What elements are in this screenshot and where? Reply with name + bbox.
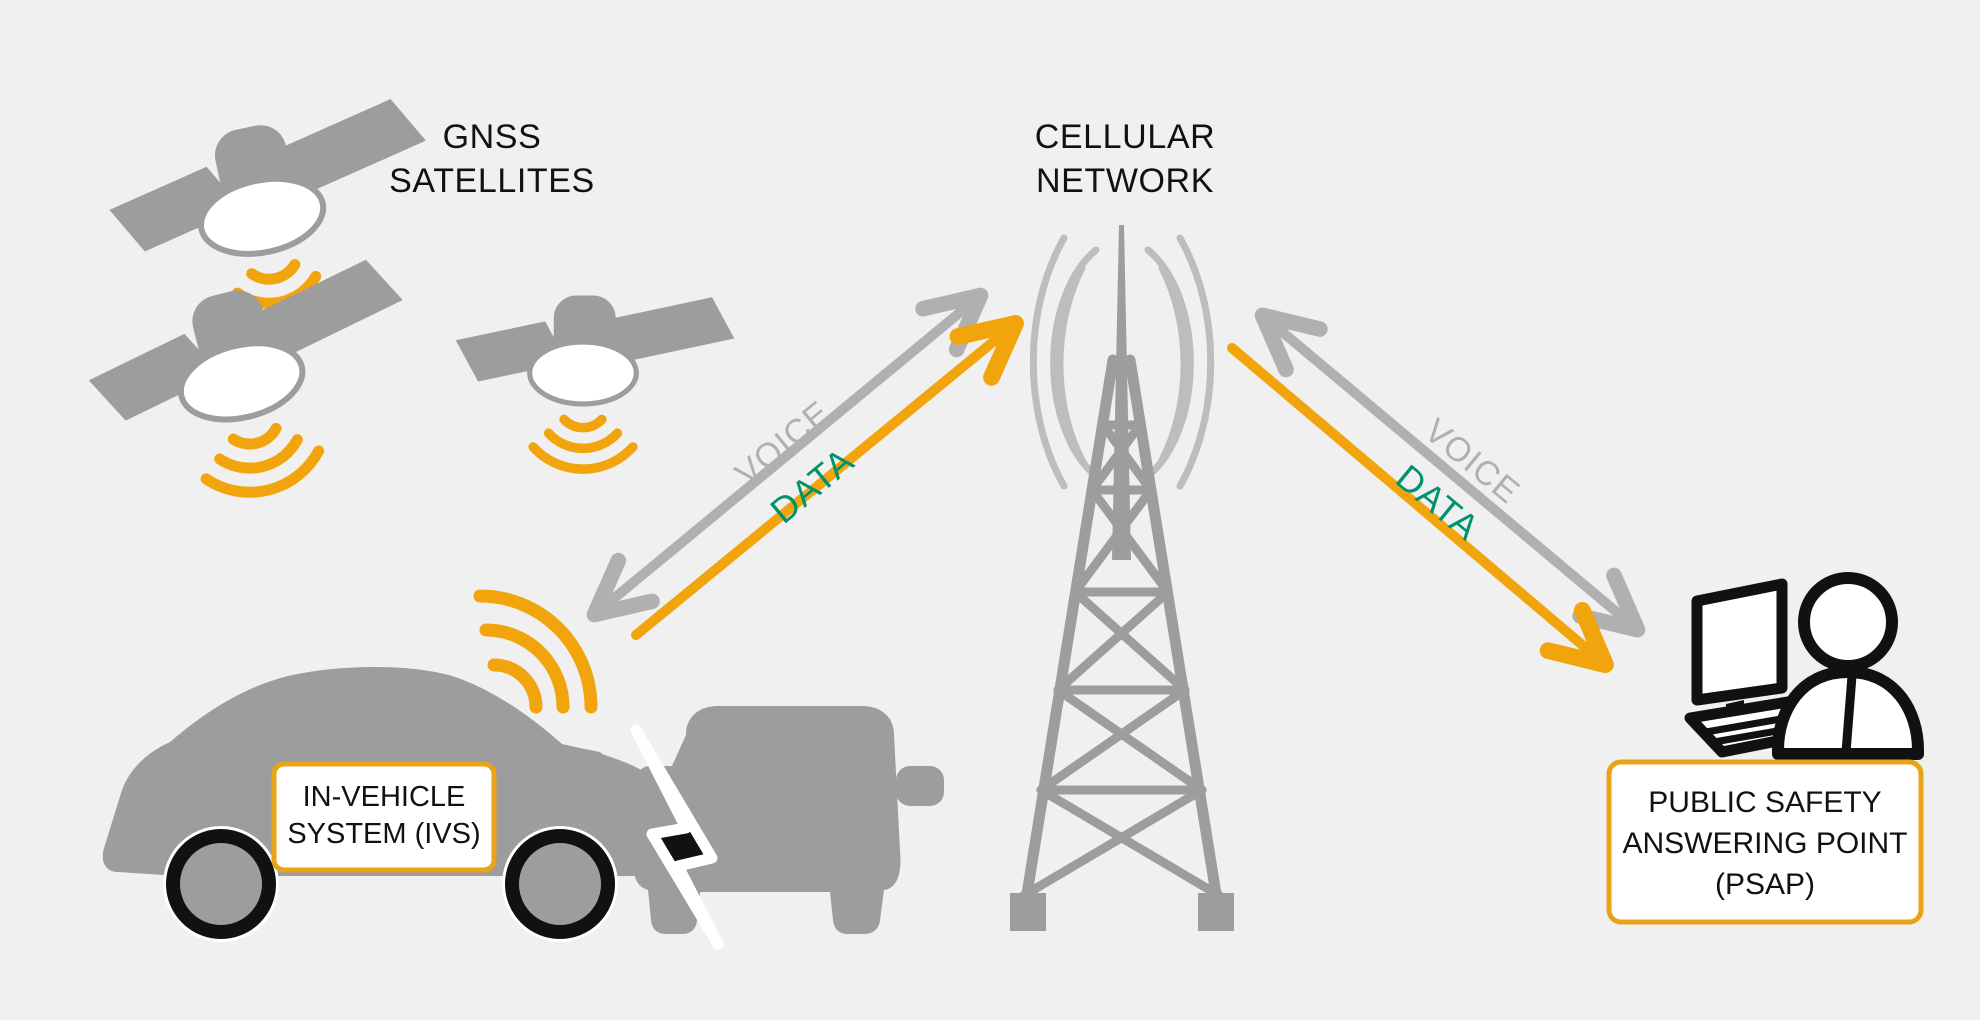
gnss-satellites-group: GNSS SATELLITES bbox=[76, 92, 734, 526]
data-line-left bbox=[631, 315, 1024, 640]
operator-workstation-icon bbox=[1684, 572, 1924, 760]
voice-line-left bbox=[586, 287, 989, 623]
cellular-label-line1: CELLULAR bbox=[1035, 118, 1216, 156]
data-line-right bbox=[1227, 343, 1614, 674]
ivs-label-box: IN-VEHICLE SYSTEM (IVS) bbox=[271, 761, 497, 873]
voice-line-right bbox=[1254, 307, 1646, 638]
tower-foot-left bbox=[1010, 893, 1046, 931]
psap-label-line2: ANSWERING POINT bbox=[1622, 827, 1907, 860]
ivs-label-line1: IN-VEHICLE bbox=[303, 781, 466, 813]
psap-group: PUBLIC SAFETY ANSWERING POINT (PSAP) bbox=[1606, 572, 1924, 925]
tower-foot-right bbox=[1198, 893, 1234, 931]
collision-bolt-icon bbox=[630, 724, 724, 950]
ivs-label-line2: SYSTEM (IVS) bbox=[287, 818, 480, 850]
cell-tower-icon bbox=[1010, 225, 1234, 931]
psap-label-box: PUBLIC SAFETY ANSWERING POINT (PSAP) bbox=[1606, 759, 1924, 925]
psap-label-line3: (PSAP) bbox=[1715, 868, 1815, 901]
car-crash-icon: IN-VEHICLE SYSTEM (IVS) bbox=[102, 589, 944, 950]
ivs-signal-icon bbox=[473, 589, 598, 714]
gnss-label-line2: SATELLITES bbox=[389, 162, 595, 200]
cellular-label-line2: NETWORK bbox=[1036, 162, 1214, 200]
gnss-label-line1: GNSS bbox=[443, 118, 542, 156]
psap-label-line1: PUBLIC SAFETY bbox=[1648, 786, 1881, 819]
